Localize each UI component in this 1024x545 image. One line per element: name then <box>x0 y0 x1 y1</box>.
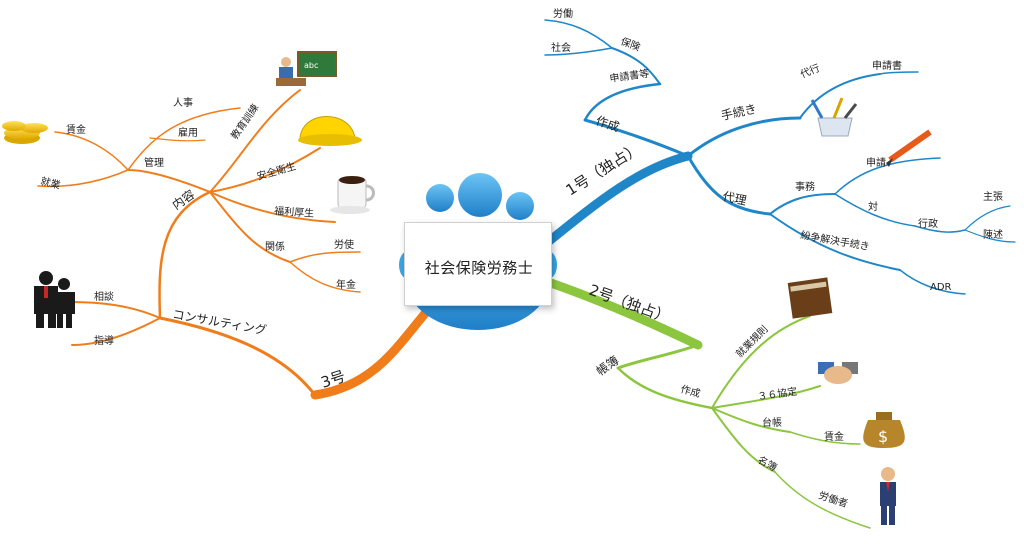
branch-2-link-kyoutei <box>711 385 821 409</box>
branch-3-link-soudan <box>69 301 161 319</box>
branch-2-link-shuugyou <box>711 315 811 409</box>
branch-1-link-shuchou <box>964 205 1011 231</box>
label-b3-kanri: 管理 <box>144 156 164 169</box>
branch-2-link-sakusei <box>616 366 714 410</box>
branch-1-trunk <box>543 151 693 247</box>
branch-3-link-consulting <box>158 316 317 397</box>
label-b1-jimu: 事務 <box>795 180 815 193</box>
branch-3-link-roushi <box>289 251 361 263</box>
label-b3-naiyou: 内容 <box>169 186 197 212</box>
branch-2-link-meibo <box>711 407 776 473</box>
branch-1-link-jimu <box>769 193 836 215</box>
label-b3-kyouiku: 教育訓練 <box>228 101 262 141</box>
branch-1-link-adr <box>899 269 966 295</box>
label-b3-chingin: 賃金 <box>66 123 86 136</box>
branch-3-link-kyouiku <box>209 89 301 193</box>
label-b3-shuugyou: 就業 <box>39 174 62 191</box>
branch-1-link-sakusei <box>583 118 690 158</box>
branch-2-link-daichou <box>711 407 791 433</box>
label-b2-choubo: 帳簿 <box>593 352 621 378</box>
center-node-card <box>404 222 552 306</box>
branch-3-link-shidou <box>71 317 161 346</box>
label-b3-koyou: 雇用 <box>178 126 198 139</box>
branch-1-link-chinjutsu <box>964 229 1016 243</box>
label-b1-shuchou: 主張 <box>983 191 1003 203</box>
label-b3-fukuri: 福利厚生 <box>274 204 315 220</box>
label-b2-roudousha: 労働者 <box>817 488 850 510</box>
branch-3-link-jinji <box>127 107 241 171</box>
branch-2-link-roudousha <box>774 471 871 529</box>
label-b1-sakusei: 作成 <box>594 114 621 135</box>
branch-1 <box>543 19 1016 295</box>
branch-3-link-chingin <box>54 131 129 171</box>
label-b1-hoken: 保険 <box>619 35 642 54</box>
branch-1-link-shinsei <box>834 157 941 195</box>
branch-3-link-anzen <box>209 147 321 193</box>
branch-3-link-shuugyou <box>37 169 129 188</box>
branch-2 <box>543 277 871 529</box>
branch-3-link-kankei <box>209 191 291 263</box>
label-b2-meibo: 名簿 <box>756 453 780 474</box>
label-b2-chingin: 賃金 <box>824 430 844 443</box>
label-b1-tai: 対 <box>868 200 878 213</box>
label-b3-anzen: 安全衛生 <box>255 159 297 183</box>
label-b1-tetsuzuki: 手続き <box>720 102 758 123</box>
branch-2-link-choubo <box>616 343 700 370</box>
branch-1-link-tetsuzuki <box>686 116 802 158</box>
label-b3-nenkin: 年金 <box>336 278 356 291</box>
label-b1-chinjutsu: 陳述 <box>983 229 1003 241</box>
label-b1-funsou: 紛争解決手続き <box>799 228 870 253</box>
branch-3-link-fukuri <box>209 191 336 223</box>
label-b1-dairi: 代理 <box>721 189 747 208</box>
branch-3-link-koyou <box>149 137 206 142</box>
hard-hat-icon <box>298 116 362 146</box>
branch-3-link-nenkin <box>289 261 361 293</box>
money-bag-icon: $ <box>863 412 905 448</box>
business-people-icon <box>34 271 75 328</box>
gold-coins-icon <box>2 121 48 144</box>
label-b1-shinseishotou: 申請書等 <box>609 67 650 85</box>
businessman-icon <box>880 467 896 525</box>
branch-1-link-roudou <box>544 19 613 49</box>
label-b1-roudou: 労働 <box>553 7 573 20</box>
branch-2-link-chingin <box>789 431 861 445</box>
label-b1-gyousei: 行政 <box>918 217 938 230</box>
svg-text:$: $ <box>878 427 888 446</box>
branch-1-link-funsou <box>769 213 901 271</box>
label-b1-shakai: 社会 <box>551 41 571 54</box>
branch-3-link-naiyou <box>158 190 212 320</box>
label-b1-shinsei: 申請 <box>866 156 886 169</box>
branch-1-link-gyousei <box>914 225 966 233</box>
branch-1-link-daikou <box>799 73 881 119</box>
teacher-blackboard-icon: abc <box>276 51 337 86</box>
branch-3-link-kanri <box>127 169 211 193</box>
label-b3-roushi: 労使 <box>334 238 354 251</box>
pen-holder-icon <box>810 97 858 137</box>
label-b3-soudan: 相談 <box>94 290 114 303</box>
branch-2-trunk <box>543 277 703 350</box>
label-b2-sakusei: 作成 <box>679 383 701 400</box>
label-b3-kankei: 関係 <box>265 241 285 253</box>
book-icon <box>787 277 833 319</box>
label-b1-shinseisho: 申請書 <box>872 59 902 72</box>
label-b1-daikou: 代行 <box>798 61 821 81</box>
label-b2-daichou: 台帳 <box>762 416 782 429</box>
branch-1-link-dairi <box>686 154 772 216</box>
branch-1-link-tai <box>834 193 916 227</box>
label-b1: 1号（独占） <box>563 139 644 199</box>
handshake-icon <box>818 362 858 384</box>
svg-text:abc: abc <box>304 61 318 70</box>
coffee-cup-icon <box>330 176 375 214</box>
branch-1-link-shakai <box>544 47 613 56</box>
branch-1-link-hoken <box>611 47 661 85</box>
center-node-label: 社会保険労務士 <box>424 259 534 277</box>
pencil-icon <box>886 129 932 167</box>
label-b3-jinji: 人事 <box>173 96 193 109</box>
label-b1-adr: ADR <box>930 282 952 293</box>
label-b3-shidou: 指導 <box>94 334 114 347</box>
label-b2-kyoutei: ３６協定 <box>757 385 798 403</box>
branch-1-link-shinseishotou <box>583 82 662 122</box>
branch-1-link-shinseisho <box>879 71 919 75</box>
